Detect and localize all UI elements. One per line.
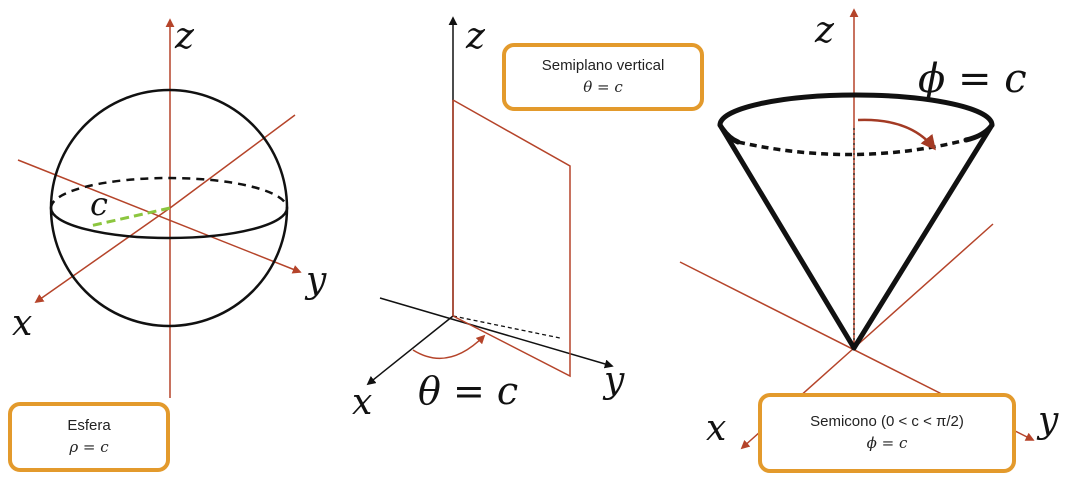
sphere-y-label: y	[304, 260, 327, 301]
cone-box-formula: ϕ = c	[866, 434, 908, 452]
halfplane-angle-label: θ = c	[418, 369, 518, 413]
cone-rim-front	[717, 92, 995, 128]
sphere-panel: c z y x	[12, 16, 327, 398]
cone-right-side	[851, 122, 995, 351]
cone-z-label: z	[814, 10, 835, 51]
cone-panel: ϕ = c z y x	[679, 8, 1059, 450]
halfplane-panel: θ = c z y x	[352, 16, 625, 423]
halfplane-y-axis	[379, 297, 614, 369]
halfplane-label-box: Semiplano vertical θ = c	[502, 43, 704, 111]
sphere-box-formula: ρ = c	[69, 438, 109, 456]
cone-y-axis-upper	[853, 223, 994, 349]
cone-top-label: ϕ = c	[918, 56, 1027, 102]
cone-rim-dashed	[737, 138, 967, 157]
halfplane-box-title: Semiplano vertical	[541, 57, 665, 75]
cone-rim-back	[717, 122, 995, 145]
cone-left-side	[717, 122, 857, 351]
halfplane-angle-arc	[412, 334, 486, 360]
halfplane-y-label: y	[602, 360, 625, 401]
sphere-y-axis	[169, 114, 296, 209]
cone-angle-arc	[857, 118, 936, 151]
cone-y-label: y	[1036, 400, 1059, 441]
sphere-x-axis	[34, 207, 171, 304]
halfplane-box-formula: θ = c	[583, 78, 623, 96]
cone-label-box: Semicono (0 < c < π/2) ϕ = c	[758, 393, 1016, 473]
sphere-box-title: Esfera	[67, 417, 111, 435]
sphere-equator-back	[49, 176, 289, 209]
cone-x-label: x	[706, 408, 726, 449]
sphere-label-box: Esfera ρ = c	[8, 402, 170, 472]
sphere-x-label: x	[12, 303, 32, 344]
sphere-radius-label: c	[90, 185, 108, 223]
halfplane-outline	[452, 99, 571, 378]
cone-box-title: Semicono (0 < c < π/2)	[810, 413, 964, 431]
sphere-z-label: z	[174, 16, 195, 57]
halfplane-x-label: x	[352, 382, 372, 423]
halfplane-dashed-ray	[452, 315, 561, 339]
sphere-equator-front	[49, 207, 289, 240]
halfplane-x-axis	[366, 315, 454, 386]
halfplane-z-label: z	[465, 16, 486, 57]
